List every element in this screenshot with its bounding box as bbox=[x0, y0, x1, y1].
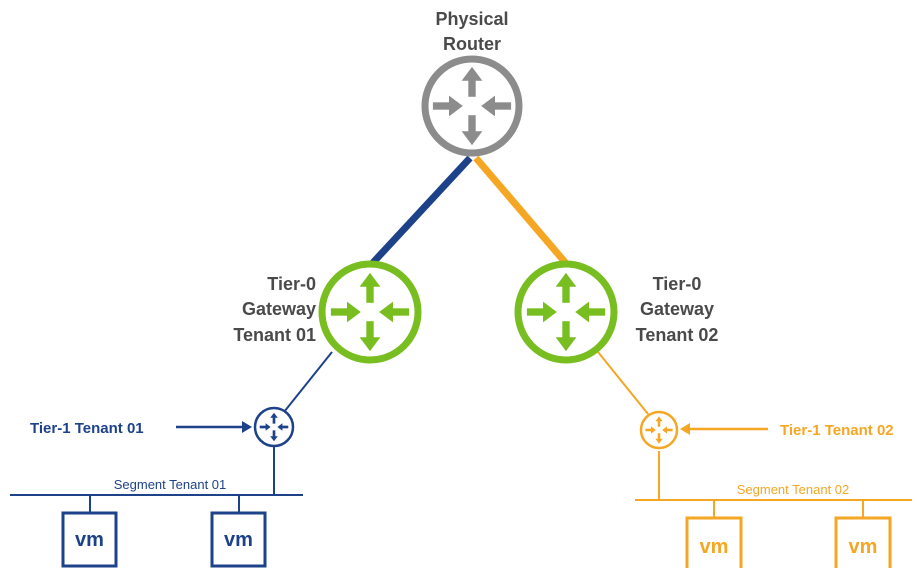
tier0-t2-label-line2: Gateway bbox=[640, 299, 714, 319]
tier1-t1-pointer-arrowhead bbox=[242, 421, 252, 433]
vm-tenant-01-b: vm bbox=[210, 511, 267, 568]
link-physical-to-tier0-t1 bbox=[365, 155, 473, 271]
vm-box-icon bbox=[685, 516, 743, 568]
vm-tenant-02-b: vm bbox=[834, 516, 892, 568]
segment-tenant-02-label: Segment Tenant 02 bbox=[737, 482, 850, 497]
tier1-t2-label: Tier-1 Tenant 02 bbox=[780, 422, 894, 439]
physical-router bbox=[421, 55, 523, 157]
link-tier0-t2-to-tier1-t2 bbox=[597, 351, 649, 415]
vm-label: vm bbox=[849, 536, 878, 558]
vm-label: vm bbox=[224, 529, 253, 551]
vm-tenant-01-a: vm bbox=[61, 511, 118, 568]
tier0-gateway-tenant-02 bbox=[514, 260, 618, 364]
tier1-t1-label: Tier-1 Tenant 01 bbox=[30, 420, 144, 437]
physical-router-label-line1: Physical bbox=[435, 9, 508, 29]
tier0-t1-label-line2: Gateway bbox=[242, 299, 316, 319]
vm-box-icon bbox=[61, 511, 118, 568]
tier0-t2-label-line1: Tier-0 bbox=[653, 274, 702, 294]
tier0-t2-label-line3: Tenant 02 bbox=[636, 325, 719, 345]
segment-tenant-01-label: Segment Tenant 01 bbox=[114, 477, 227, 492]
link-physical-to-tier0-t2 bbox=[473, 155, 573, 271]
physical-router-label-line2: Router bbox=[443, 34, 501, 54]
tier0-t1-label-line3: Tenant 01 bbox=[233, 325, 316, 345]
vm-tenant-02-a: vm bbox=[685, 516, 743, 568]
tier1-t2-pointer-arrowhead bbox=[680, 423, 690, 435]
link-tier0-t1-to-tier1-t1 bbox=[283, 351, 333, 413]
tier1-gateway-tenant-01 bbox=[253, 406, 295, 448]
vm-box-icon bbox=[210, 511, 267, 568]
vm-label: vm bbox=[700, 536, 729, 558]
vm-box-icon bbox=[834, 516, 892, 568]
tier0-gateway-tenant-01 bbox=[318, 260, 422, 364]
tier0-t1-label-line1: Tier-0 bbox=[267, 274, 316, 294]
vm-label: vm bbox=[75, 529, 104, 551]
tier1-gateway-tenant-02 bbox=[639, 410, 679, 450]
